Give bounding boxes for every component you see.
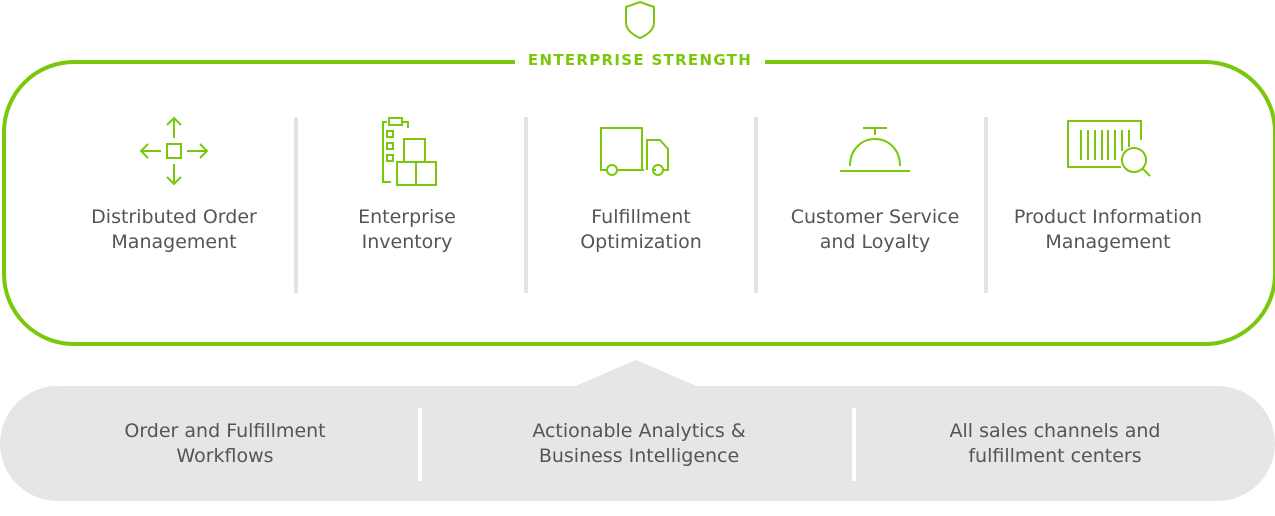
foundation-line2: Workflows	[176, 445, 274, 467]
divider	[984, 117, 988, 293]
shield-icon	[625, 0, 655, 40]
inventory-boxes-icon	[382, 117, 437, 186]
foundation-line1: All sales channels and	[949, 420, 1161, 442]
divider	[852, 408, 856, 481]
pillar-customer-service: Customer Service and Loyalty	[760, 110, 990, 255]
pillar-label-line2: Management	[1045, 231, 1171, 253]
pillar-label-line2: and Loyalty	[819, 231, 931, 253]
foundation-item-channels: All sales channels and fulfillment center…	[905, 419, 1205, 469]
barcode-search-icon	[1067, 120, 1151, 177]
pillar-label-line1: Customer Service	[790, 206, 960, 228]
foundation-item-analytics: Actionable Analytics & Business Intellige…	[489, 419, 789, 469]
truck-icon	[600, 127, 669, 176]
divider	[418, 408, 422, 481]
section-title: ENTERPRISE STRENGTH	[527, 51, 753, 69]
pillar-label-line1: Product Information	[1013, 206, 1203, 228]
foundation-bar	[0, 386, 1275, 501]
foundation-line1: Actionable Analytics &	[532, 420, 746, 442]
divider	[294, 117, 298, 293]
foundation-line1: Order and Fulfillment	[124, 420, 326, 442]
divider	[754, 117, 758, 293]
pillar-label-line2: Optimization	[580, 231, 702, 253]
pillar-label-line2: Management	[111, 231, 237, 253]
distribute-arrows-icon	[139, 116, 209, 186]
pillar-label-line1: Enterprise	[358, 206, 456, 228]
pillar-label-line1: Distributed Order	[91, 206, 257, 228]
title-gap	[515, 48, 765, 72]
service-bell-icon	[840, 127, 910, 172]
foundation-line2: fulfillment centers	[968, 445, 1142, 467]
divider	[524, 117, 528, 293]
pillar-label-line1: Fulfillment	[591, 206, 691, 228]
pillar-label-line2: Inventory	[361, 231, 453, 253]
foundation-line2: Business Intelligence	[538, 445, 740, 467]
connector-peak	[566, 360, 706, 390]
